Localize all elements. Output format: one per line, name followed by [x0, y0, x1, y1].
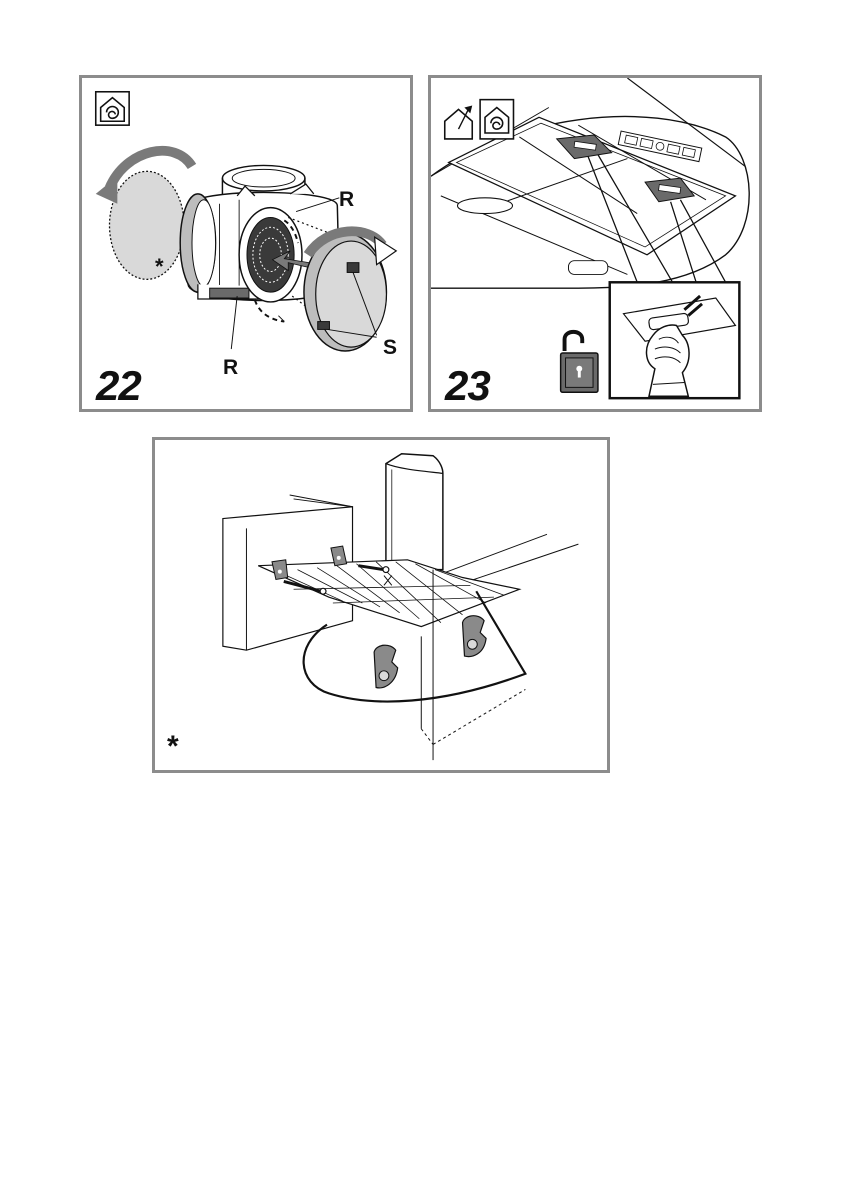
chimney-duct	[386, 454, 443, 570]
hood-bracket-front	[374, 645, 398, 688]
label-r-top: R	[339, 188, 354, 212]
figure-number-23: 23	[445, 362, 490, 410]
unlocked-padlock-icon	[561, 332, 598, 392]
figure-number-22: 22	[96, 362, 141, 410]
removed-filter-disc	[96, 151, 192, 280]
recirculation-house-icon	[480, 100, 513, 139]
installation-illustration	[155, 440, 607, 770]
optional-asterisk: *	[167, 730, 179, 764]
label-s: S	[383, 336, 397, 360]
figure-23-illustration	[431, 78, 759, 409]
recirculation-house-icon	[96, 92, 129, 125]
figure-22-illustration	[82, 78, 410, 409]
hand-pulling-handle	[646, 325, 689, 396]
label-r-bottom: R	[223, 356, 238, 380]
figure-22-panel: R R S * 22	[79, 75, 413, 412]
optional-asterisk: *	[155, 254, 164, 280]
figure-23-panel: 23	[428, 75, 762, 412]
hood-bracket-right	[463, 616, 487, 657]
extraction-house-icon	[445, 106, 472, 139]
figure-installation-panel: *	[152, 437, 610, 773]
